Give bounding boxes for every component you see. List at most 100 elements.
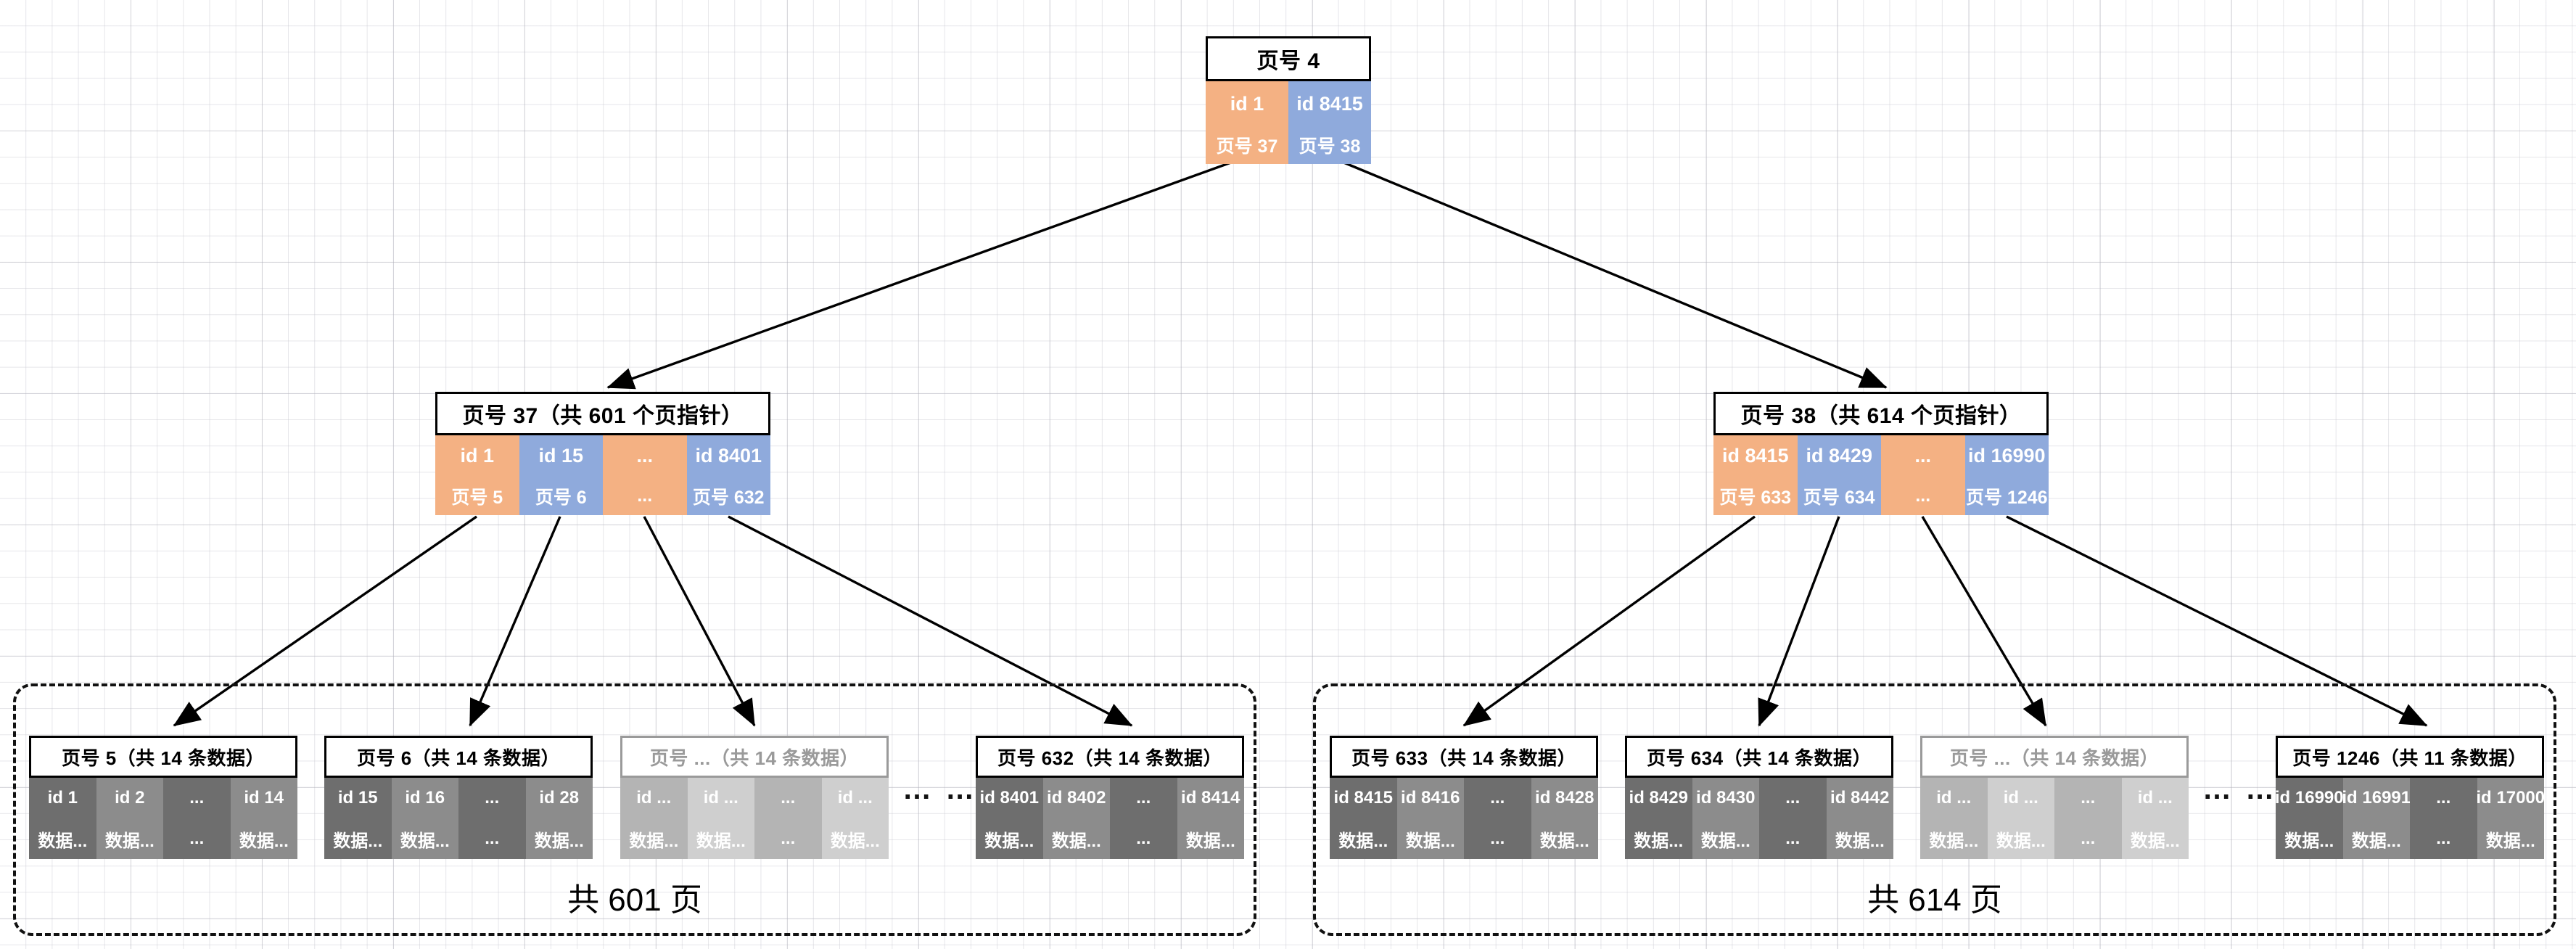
root-cell-0[interactable]: id 1 页号 37 [1206, 81, 1288, 164]
internal-node-page38-title: 页号 38（共 614 个页指针） [1713, 392, 2049, 435]
page634-cell-0-key: id 8429 [1625, 778, 1692, 818]
right-placeholder-cell-3[interactable]: id ...数据... [2121, 778, 2189, 859]
page37-cell-2[interactable]: ... ... [603, 435, 687, 515]
page632-cell-2-value: ... [1110, 818, 1177, 859]
page1246-cell-2[interactable]: ...... [2410, 778, 2477, 859]
internal-node-page37[interactable]: 页号 37（共 601 个页指针） id 1 页号 5 id 15 页号 6 .… [435, 392, 770, 515]
left-placeholder-cell-0[interactable]: id ...数据... [620, 778, 688, 859]
right-placeholder-cell-2[interactable]: ...... [2054, 778, 2122, 859]
left-placeholder-cell-0-value: 数据... [620, 818, 688, 859]
root-cell-1-value: 页号 38 [1288, 126, 1371, 164]
page37-cell-3[interactable]: id 8401 页号 632 [686, 435, 770, 515]
left-placeholder-cell-3[interactable]: id ...数据... [821, 778, 889, 859]
page6-cell-1-key: id 16 [391, 778, 458, 818]
leaf-gap-ellipsis-right: … … [2202, 773, 2278, 805]
page37-cell-0-value: 页号 5 [435, 477, 519, 515]
page632-cell-1-key: id 8402 [1042, 778, 1110, 818]
page6-cell-0-value: 数据... [324, 818, 392, 859]
page1246-cell-1-value: 数据... [2342, 818, 2410, 859]
page632-cell-2-key: ... [1110, 778, 1177, 818]
page6-cell-2[interactable]: ...... [458, 778, 526, 859]
root-cell-1-key: id 8415 [1296, 92, 1363, 115]
root-cell-0-value: 页号 37 [1206, 126, 1288, 164]
leaf-group-left-label: 共 601 页 [567, 882, 702, 918]
page37-cell-0[interactable]: id 1 页号 5 [435, 435, 519, 515]
page37-cell-0-key: id 1 [460, 445, 494, 467]
right-placeholder-cell-0[interactable]: id ...数据... [1920, 778, 1988, 859]
page633-cell-2[interactable]: ...... [1464, 778, 1531, 859]
page1246-cell-2-key: ... [2410, 778, 2477, 818]
page632-cell-2[interactable]: ...... [1110, 778, 1177, 859]
leaf-node-left-placeholder[interactable]: 页号 ...（共 14 条数据） id ...数据... id ...数据...… [620, 736, 889, 859]
page37-cell-3-key: id 8401 [695, 445, 762, 467]
leaf-node-left-placeholder-cells: id ...数据... id ...数据... ...... id ...数据.… [620, 778, 889, 859]
right-placeholder-cell-1[interactable]: id ...数据... [1987, 778, 2054, 859]
page38-cell-2[interactable]: ... ... [1881, 435, 1965, 515]
left-placeholder-cell-2[interactable]: ...... [754, 778, 822, 859]
page5-cell-0-value: 数据... [29, 818, 96, 859]
page38-cell-1-key: id 8429 [1806, 445, 1873, 467]
root-node-page4[interactable]: 页号 4 id 1 页号 37 id 8415 页号 38 [1206, 36, 1371, 164]
left-placeholder-cell-1[interactable]: id ...数据... [687, 778, 754, 859]
right-placeholder-cell-2-value: ... [2054, 818, 2122, 859]
page38-cell-3-key: id 16990 [1967, 445, 2046, 467]
page37-cell-1[interactable]: id 15 页号 6 [519, 435, 603, 515]
page632-cell-1-value: 数据... [1042, 818, 1110, 859]
page38-cell-1[interactable]: id 8429 页号 634 [1797, 435, 1881, 515]
page634-cell-2-key: ... [1759, 778, 1827, 818]
page1246-cell-0-value: 数据... [2276, 818, 2343, 859]
page5-cell-1-key: id 2 [96, 778, 163, 818]
leaf-node-page1246-title: 页号 1246（共 11 条数据） [2276, 736, 2544, 778]
root-cell-1[interactable]: id 8415 页号 38 [1288, 81, 1371, 164]
right-placeholder-cell-0-value: 数据... [1920, 818, 1988, 859]
leaf-node-page6-title: 页号 6（共 14 条数据） [324, 736, 593, 778]
page633-cell-3-value: 数据... [1531, 818, 1598, 859]
right-placeholder-cell-1-value: 数据... [1987, 818, 2054, 859]
page5-cell-2-value: ... [163, 818, 231, 859]
leaf-node-page5-title: 页号 5（共 14 条数据） [29, 736, 297, 778]
page37-cell-2-key: ... [636, 445, 653, 467]
page633-cell-3-key: id 8428 [1531, 778, 1598, 818]
page1246-cell-3-value: 数据... [2477, 818, 2544, 859]
page634-cell-1-key: id 8430 [1692, 778, 1759, 818]
page5-cell-2[interactable]: ...... [163, 778, 231, 859]
page634-cell-0-value: 数据... [1625, 818, 1692, 859]
leaf-node-right-placeholder[interactable]: 页号 ...（共 14 条数据） id ...数据... id ...数据...… [1920, 736, 2189, 859]
page38-cell-0[interactable]: id 8415 页号 633 [1713, 435, 1798, 515]
page6-cell-3-value: 数据... [525, 818, 593, 859]
root-node-title: 页号 4 [1206, 36, 1371, 81]
page634-cell-2[interactable]: ...... [1759, 778, 1827, 859]
internal-node-page38[interactable]: 页号 38（共 614 个页指针） id 8415 页号 633 id 8429… [1713, 392, 2049, 515]
page38-cell-3[interactable]: id 16990 页号 1246 [1964, 435, 2049, 515]
page633-cell-1-value: 数据... [1396, 818, 1464, 859]
root-cell-0-key: id 1 [1230, 92, 1264, 115]
edge-root-to-page38 [1329, 155, 1888, 389]
page632-cell-3-value: 数据... [1177, 818, 1244, 859]
